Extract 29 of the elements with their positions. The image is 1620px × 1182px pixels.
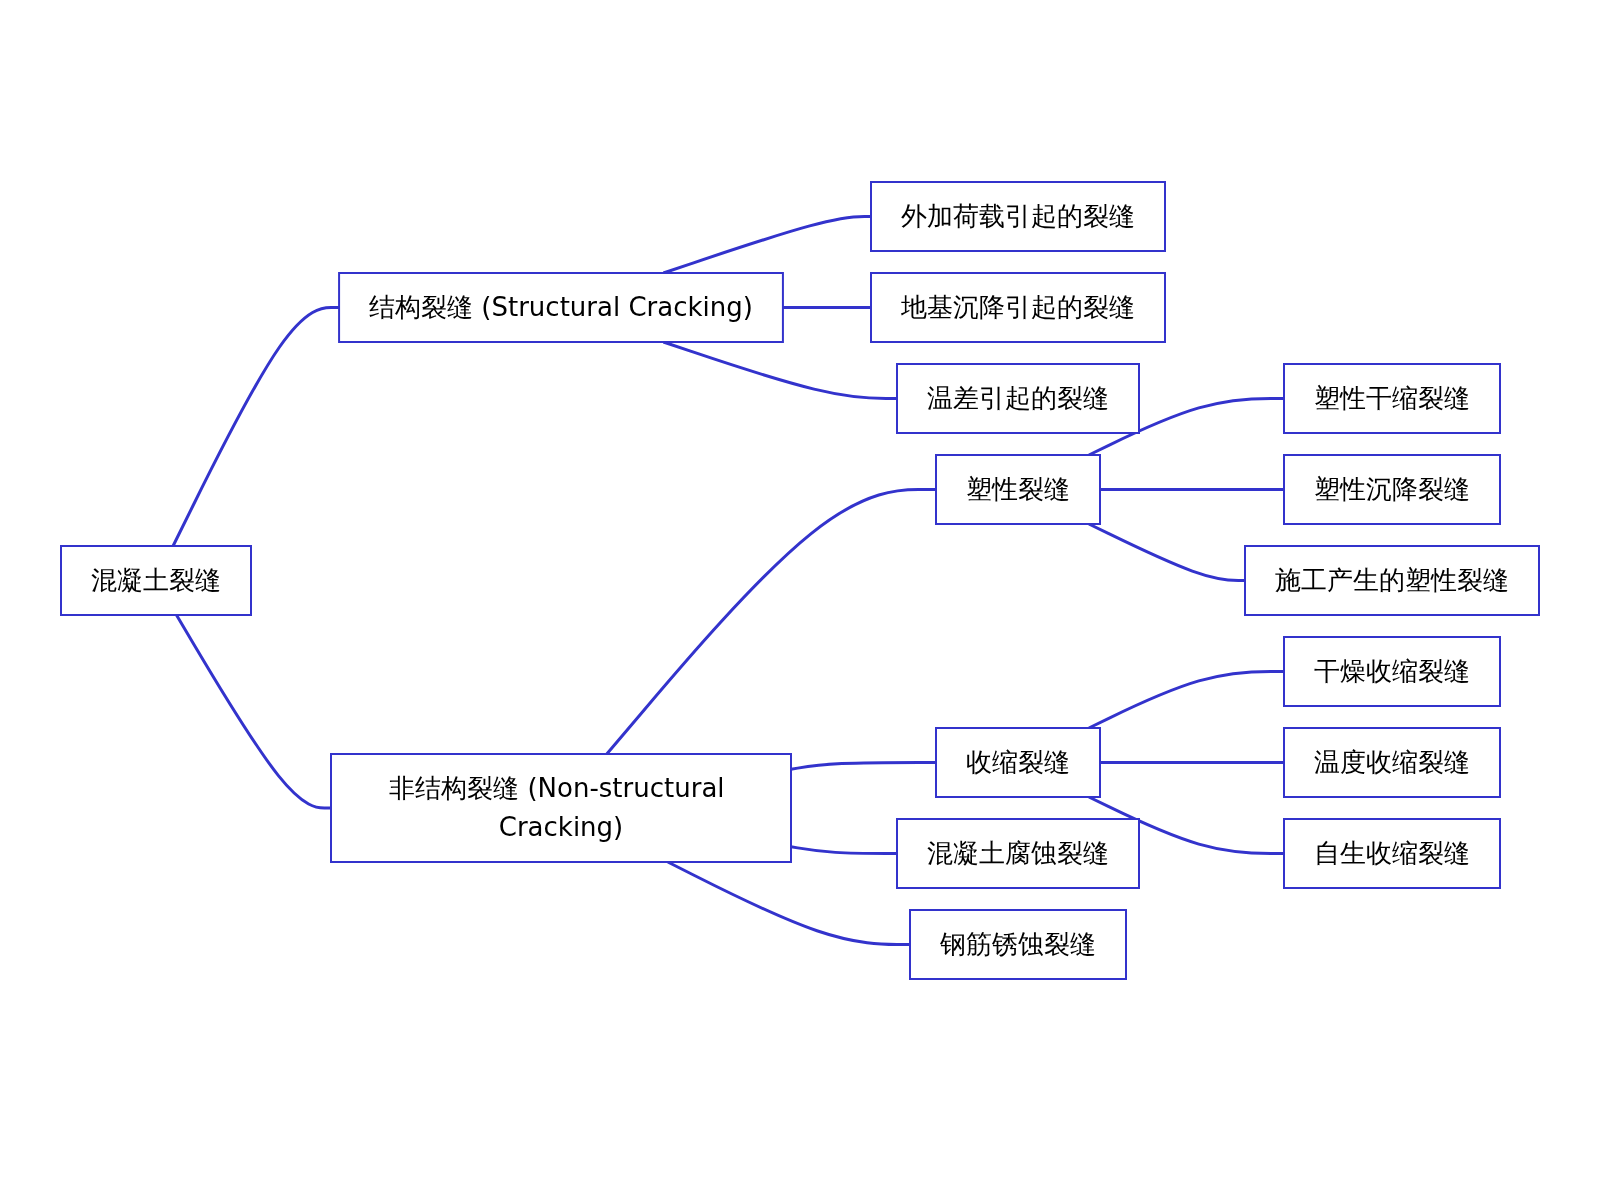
connector bbox=[1088, 669, 1284, 729]
node-box: 干燥收缩裂缝 bbox=[1283, 635, 1501, 707]
connector bbox=[1088, 795, 1284, 855]
node-box: 外加荷载引起的裂缝 bbox=[870, 180, 1166, 252]
node-box: 混凝土腐蚀裂缝 bbox=[896, 817, 1140, 889]
node-box: 钢筋锈蚀裂缝 bbox=[909, 908, 1127, 980]
node-box: 地基沉降引起的裂缝 bbox=[870, 271, 1166, 343]
connector bbox=[1100, 487, 1284, 491]
node-box: 收缩裂缝 bbox=[935, 726, 1101, 798]
connector bbox=[171, 305, 340, 547]
connector bbox=[605, 487, 936, 755]
node-box: 塑性裂缝 bbox=[935, 453, 1101, 525]
connector bbox=[175, 613, 331, 809]
node-box: 塑性干缩裂缝 bbox=[1283, 362, 1501, 434]
node-box: 结构裂缝 (Structural Cracking) bbox=[338, 271, 784, 343]
node-box: 自生收缩裂缝 bbox=[1283, 817, 1501, 889]
node-box: 施工产生的塑性裂缝 bbox=[1244, 544, 1540, 616]
connector bbox=[782, 305, 871, 309]
node-box: 混凝土裂缝 bbox=[60, 544, 252, 616]
connector bbox=[662, 214, 871, 274]
node-box: 非结构裂缝 (Non-structural Cracking) bbox=[330, 752, 792, 863]
connector bbox=[1088, 522, 1245, 582]
connector bbox=[1100, 760, 1284, 764]
node-box: 温度收缩裂缝 bbox=[1283, 726, 1501, 798]
connector bbox=[662, 340, 897, 400]
node-box: 塑性沉降裂缝 bbox=[1283, 453, 1501, 525]
connector bbox=[1088, 396, 1284, 456]
node-box: 温差引起的裂缝 bbox=[896, 362, 1140, 434]
connector bbox=[667, 860, 910, 946]
